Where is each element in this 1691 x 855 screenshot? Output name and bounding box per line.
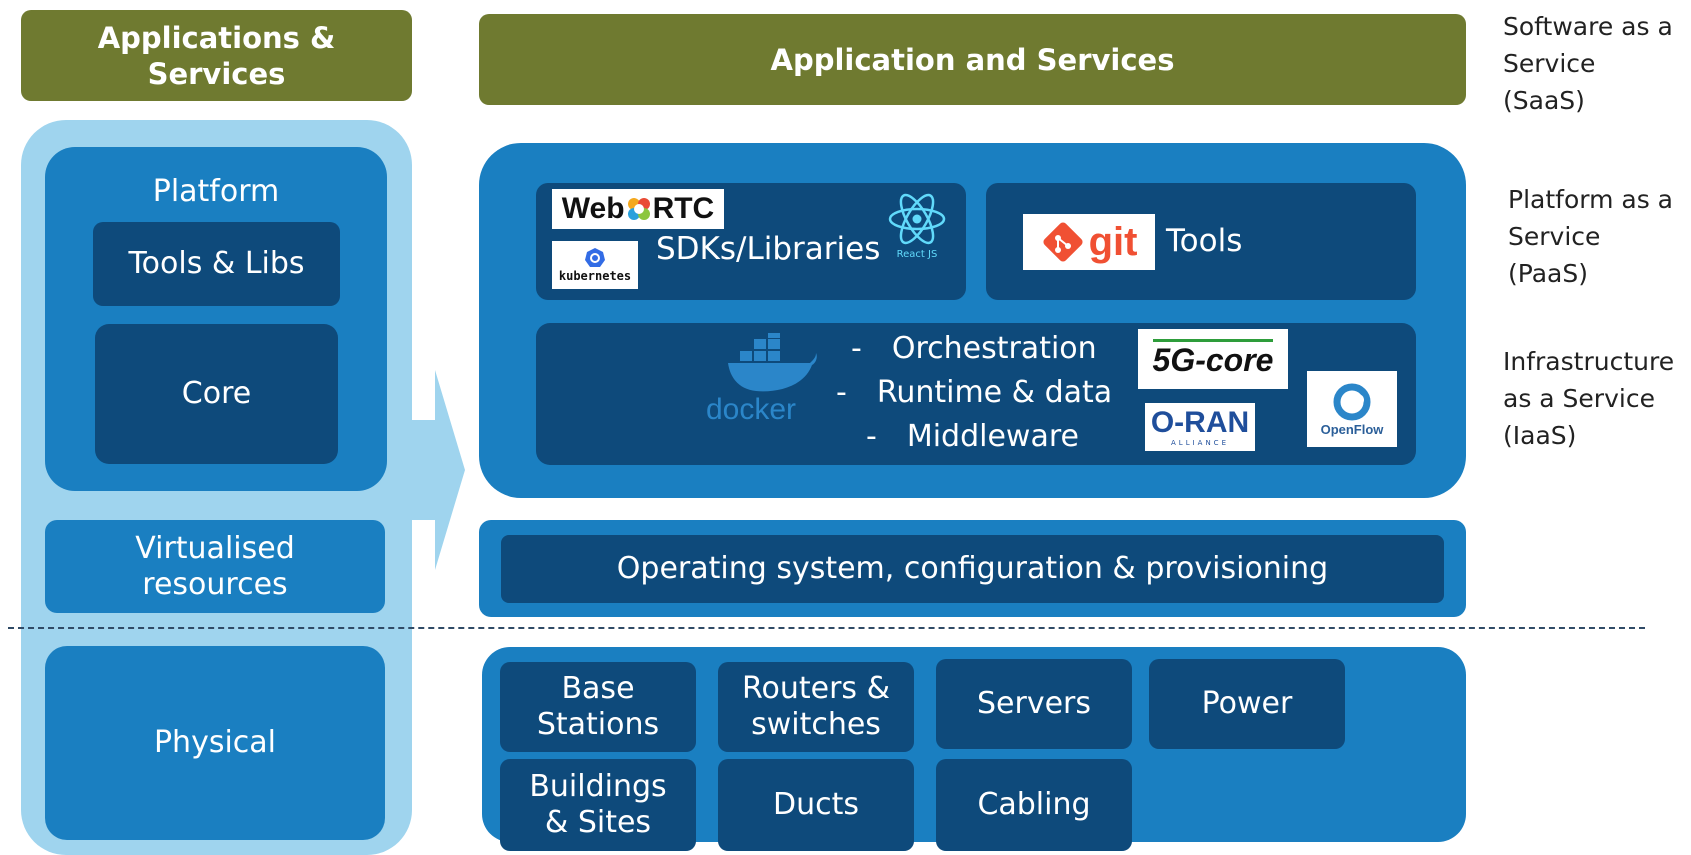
openflow-swirl-icon [1333,383,1371,420]
kubernetes-wheel-icon [585,248,605,267]
buildings-box: Buildings & Sites [500,759,696,851]
paas-label: Platform as a Service (PaaS) [1508,181,1673,292]
physical-panel: Base Stations Routers & switches Servers… [482,647,1466,851]
tools-libs-box: Tools & Libs [93,222,340,306]
fiveg-core-logo: 5G-core [1138,329,1288,389]
servers-box: Servers [936,659,1132,749]
runtime-item: -Runtime & data [836,375,1113,410]
webrtc-ring-icon [627,198,650,220]
openflow-logo: OpenFlow [1307,371,1397,447]
oran-text: O-RAN [1150,406,1250,439]
middleware-item: -Middleware [866,419,1079,454]
saas-label: Software as a Service (SaaS) [1503,8,1673,119]
core-box: Core [95,324,338,464]
docker-whale-icon [728,333,817,392]
webrtc-text-b: RTC [652,192,715,225]
ducts-box: Ducts [718,759,914,851]
paas-line-1: Platform as a [1508,185,1673,214]
react-atom-icon [888,193,946,245]
sdk-label: SDKs/Libraries [656,231,881,267]
oran-sub-text: ALLIANCE [1171,439,1229,447]
orchestration-text: Orchestration [891,331,1097,366]
middleware-box: docker -Orchestration -Runtime & data -M… [536,323,1416,465]
kubernetes-logo: kubernetes [552,241,638,289]
orchestration-item: -Orchestration [851,331,1097,366]
iaas-line-3: (IaaS) [1503,421,1577,450]
os-bar: Operating system, configuration & provis… [501,535,1444,603]
platform-panel: Platform Tools & Libs Core [45,147,387,491]
os-panel: Operating system, configuration & provis… [479,520,1466,617]
platform-title: Platform [152,174,280,209]
openflow-text: OpenFlow [1320,421,1384,437]
docker-text: docker [706,393,797,426]
saas-line-1: Software as a [1503,12,1673,41]
sdk-box: Web RTC kubernetes SDKs/Libraries R [536,183,966,300]
webrtc-logo: Web RTC [552,189,724,229]
paas-panel: Web RTC kubernetes SDKs/Libraries R [479,143,1466,498]
git-text: git [1088,219,1138,264]
power-box: Power [1149,659,1345,749]
kubernetes-text: kubernetes [558,269,632,283]
virtualised-text: Virtualised resources [135,530,295,602]
routers-text: Routers & switches [742,671,890,742]
physical-box: Physical [45,646,385,840]
paas-line-2: Service [1508,222,1601,251]
webrtc-text-a: Web [561,192,625,225]
saas-line-2: Service [1503,49,1596,78]
react-text: React JS [896,249,938,260]
saas-line-3: (SaaS) [1503,86,1585,115]
base-stations-text: Base Stations [536,671,660,742]
virtualised-box: Virtualised resources [45,520,385,613]
oran-logo: O-RAN ALLIANCE [1145,403,1255,451]
runtime-text: Runtime & data [876,375,1113,410]
cabling-box: Cabling [936,759,1132,851]
iaas-line-1: Infrastructure [1503,347,1675,376]
routers-box: Routers & switches [718,662,914,752]
git-diamond-icon [1043,222,1083,262]
iaas-line-2: as a Service [1503,384,1655,413]
left-header-text: Applications & Services [97,20,336,91]
base-stations-box: Base Stations [500,662,696,752]
divider-line [8,627,1645,629]
git-logo: git [1023,214,1155,270]
middleware-text: Middleware [906,419,1079,454]
tools-label: Tools [1166,223,1243,259]
react-logo: React JS [886,193,948,263]
right-header: Application and Services [479,14,1466,105]
left-header: Applications & Services [21,10,412,101]
fiveg-core-text: 5G-core [1152,339,1274,379]
tools-box: git Tools [986,183,1416,300]
buildings-text: Buildings & Sites [529,769,667,840]
paas-line-3: (PaaS) [1508,259,1588,288]
iaas-label: Infrastructure as a Service (IaaS) [1503,343,1674,454]
